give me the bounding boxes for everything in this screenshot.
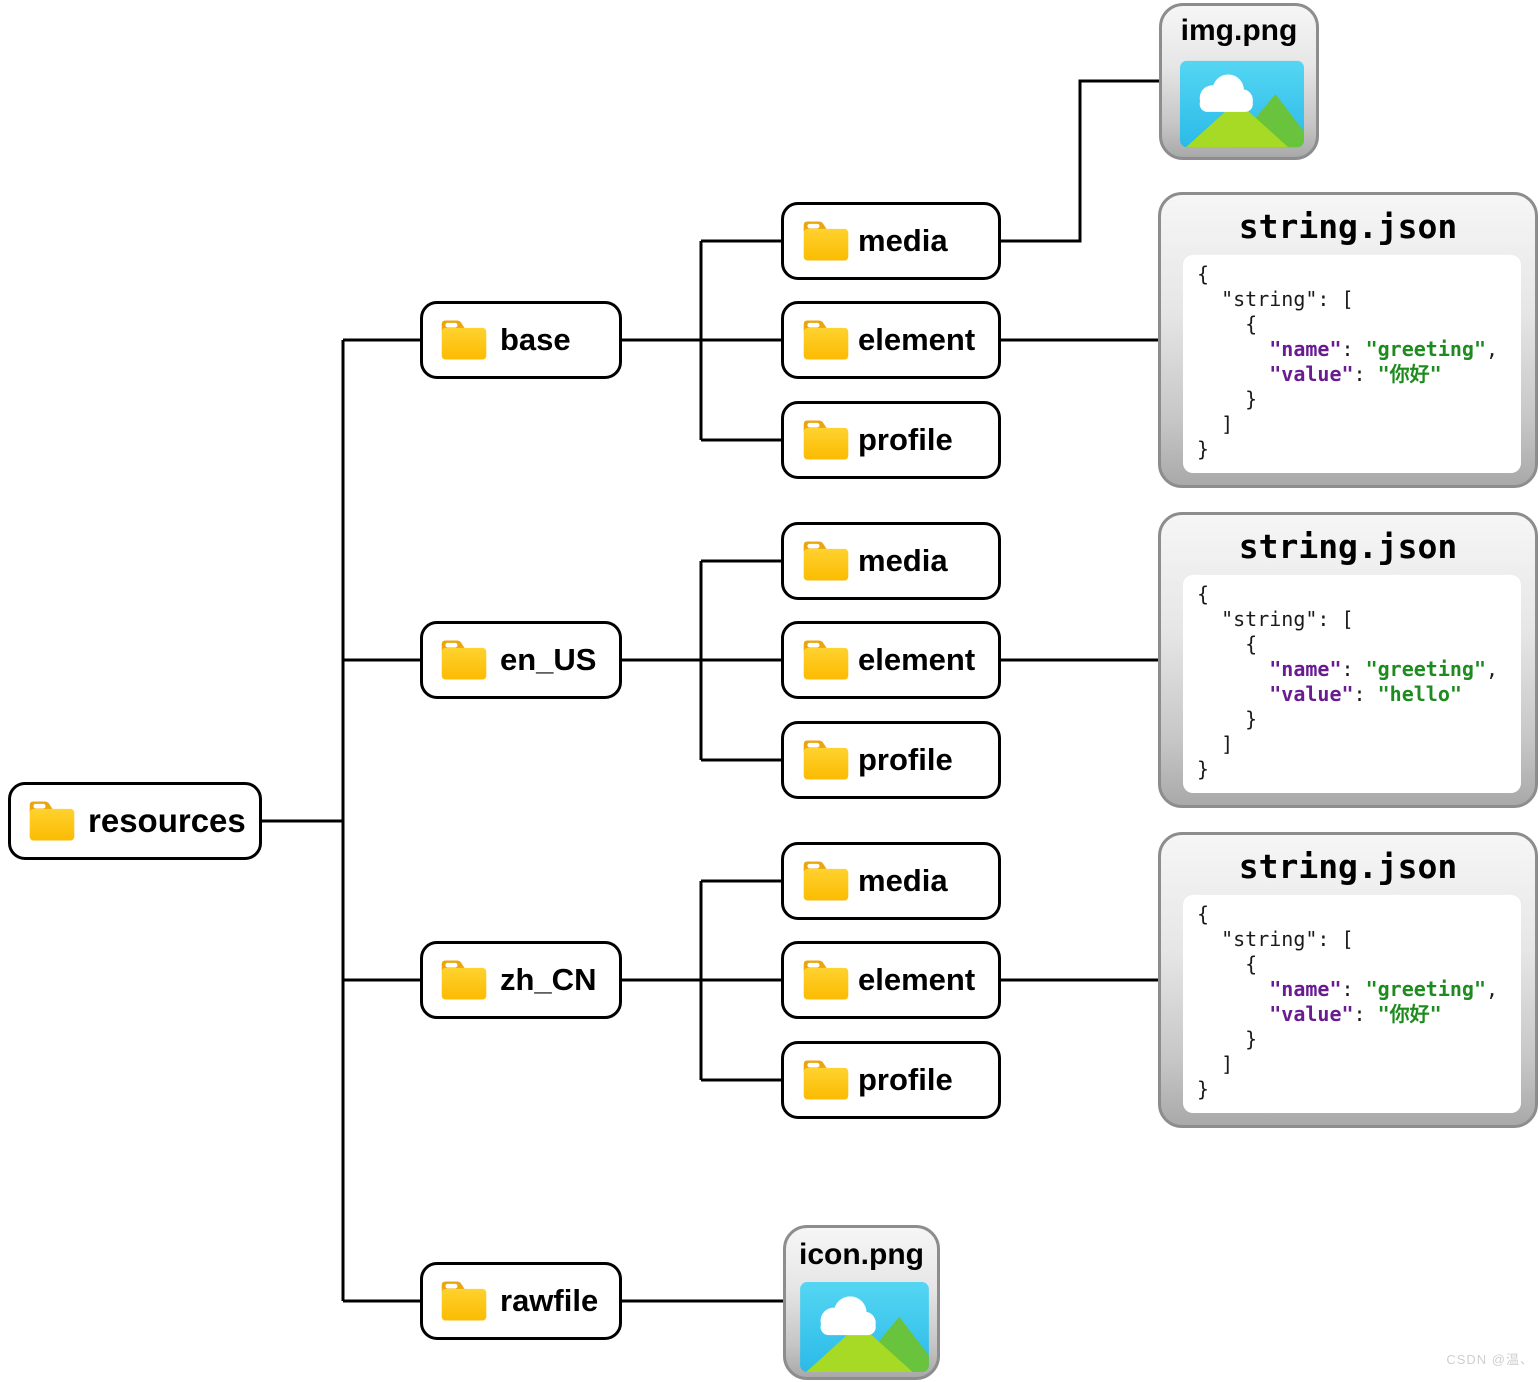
folder-icon [438,638,490,682]
node-en-media: media [781,522,1001,600]
json-code-block: { "string": [ { "name": "greeting", "val… [1183,255,1521,473]
folder-icon [800,859,852,903]
image-thumbnail-icon [800,1282,929,1372]
card-icon-png: icon.png [783,1225,940,1380]
folder-icon [800,418,852,462]
folder-label: resources [88,802,246,839]
folder-label: media [858,543,948,578]
folder-label: profile [858,742,953,777]
node-en-profile: profile [781,721,1001,799]
card-title: string.json [1238,207,1458,246]
folder-label: base [500,322,571,357]
node-zh-profile: profile [781,1041,1001,1119]
node-en-element: element [781,621,1001,699]
card-string-json-base: string.json { "string": [ { "name": "gre… [1158,192,1538,488]
folder-label: media [858,863,948,898]
folder-label: media [858,223,948,258]
card-string-json-zh: string.json { "string": [ { "name": "gre… [1158,832,1538,1128]
node-zh-cn: zh_CN [420,941,622,1019]
folder-icon [800,1058,852,1102]
folder-label: profile [858,1062,953,1097]
card-title: string.json [1238,527,1458,566]
folder-icon [800,638,852,682]
folder-label: element [858,642,976,677]
watermark: CSDN @温、 [1446,1352,1534,1367]
card-title: img.png [1180,14,1298,47]
folder-icon [438,1279,490,1323]
node-en-us: en_US [420,621,622,699]
node-rawfile: rawfile [420,1262,622,1340]
image-thumbnail-icon [1180,60,1304,148]
folder-label: zh_CN [500,962,597,997]
node-zh-media: media [781,842,1001,920]
folder-icon [800,318,852,362]
folder-icon [800,219,852,263]
card-img-png: img.png [1159,3,1319,160]
node-base-element: element [781,301,1001,379]
node-base-profile: profile [781,401,1001,479]
card-string-json-en: string.json { "string": [ { "name": "gre… [1158,512,1538,808]
node-base: base [420,301,622,379]
node-base-media: media [781,202,1001,280]
folder-icon [438,318,490,362]
wire-media-img [1001,79,1159,243]
json-code-block: { "string": [ { "name": "greeting", "val… [1183,575,1521,793]
json-code-block: { "string": [ { "name": "greeting", "val… [1183,895,1521,1113]
folder-label: en_US [500,642,597,677]
folder-label: element [858,962,976,997]
folder-icon [438,958,490,1002]
folder-icon [800,539,852,583]
folder-icon [800,958,852,1002]
folder-icon [26,799,78,843]
folder-label: rawfile [500,1283,599,1318]
folder-label: profile [858,422,953,457]
card-title: string.json [1238,847,1458,886]
folder-icon [800,738,852,782]
node-zh-element: element [781,941,1001,1019]
folder-label: element [858,322,976,357]
node-resources: resources [8,782,262,860]
card-title: icon.png [799,1238,924,1271]
